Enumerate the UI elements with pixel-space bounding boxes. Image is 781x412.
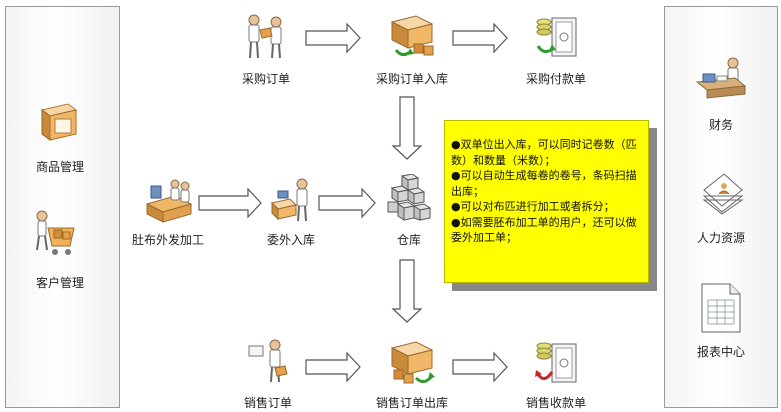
left-panel — [5, 6, 120, 408]
goods-box-icon[interactable] — [38, 100, 78, 142]
note-item: ●双单位出入库，可以同时记卷数（匹数）和数量（米数）； — [451, 138, 637, 167]
customer-cart-icon[interactable] — [32, 210, 78, 258]
sales-out-icon[interactable] — [388, 340, 438, 386]
arrow-sales-order-to-out — [305, 351, 361, 383]
purchase-in-icon[interactable] — [388, 12, 438, 60]
sales-out-label[interactable]: 销售订单出库 — [375, 396, 449, 410]
customer-management-label[interactable]: 客户管理 — [35, 276, 85, 290]
right-panel — [664, 6, 778, 408]
feature-note: ●双单位出入库，可以同时记卷数（匹数）和数量（米数）； ●可以自动生成每卷的卷号… — [444, 120, 649, 283]
report-center-label[interactable]: 报表中心 — [696, 345, 746, 359]
hr-documents-icon[interactable] — [700, 168, 744, 216]
arrow-outsource-in-to-warehouse — [318, 187, 376, 219]
sales-order-icon[interactable] — [245, 338, 291, 384]
finance-label[interactable]: 财务 — [708, 118, 734, 132]
arrow-sales-out-to-receipt — [452, 351, 508, 383]
note-item: ●可以对布匹进行加工或者拆分； — [451, 200, 615, 213]
outsource-in-icon[interactable] — [268, 177, 314, 223]
purchase-in-label[interactable]: 采购订单入库 — [375, 72, 449, 86]
outsource-process-label[interactable]: 肚布外发加工 — [131, 233, 205, 247]
arrow-warehouse-to-sales-out — [391, 259, 423, 323]
note-item: ●可以自动生成每卷的卷号，条码扫描出库； — [451, 169, 637, 198]
arrow-purchase-in-to-warehouse — [391, 96, 423, 160]
outsource-in-label[interactable]: 委外入库 — [266, 233, 316, 247]
sales-receipt-label[interactable]: 销售收款单 — [525, 396, 587, 410]
arrow-purchase-in-to-pay — [452, 22, 508, 54]
purchase-order-icon[interactable] — [242, 12, 290, 60]
warehouse-label[interactable]: 仓库 — [396, 233, 422, 247]
warehouse-icon[interactable] — [386, 174, 432, 222]
report-sheet-icon[interactable] — [700, 282, 742, 334]
purchase-pay-icon[interactable] — [532, 12, 580, 60]
purchase-pay-label[interactable]: 采购付款单 — [525, 72, 587, 86]
outsource-process-icon[interactable] — [145, 178, 193, 224]
note-item: ●如需要胚布加工单的用户，还可以做委外加工单； — [451, 215, 637, 245]
hr-label[interactable]: 人力资源 — [696, 231, 746, 245]
sales-receipt-icon[interactable] — [532, 338, 580, 386]
purchase-order-label[interactable]: 采购订单 — [241, 72, 291, 86]
goods-management-label[interactable]: 商品管理 — [35, 160, 85, 174]
finance-desk-icon[interactable] — [695, 56, 747, 102]
arrow-outsource-to-in — [198, 187, 262, 219]
arrow-purchase-order-to-in — [305, 22, 361, 54]
sales-order-label[interactable]: 销售订单 — [243, 396, 293, 410]
